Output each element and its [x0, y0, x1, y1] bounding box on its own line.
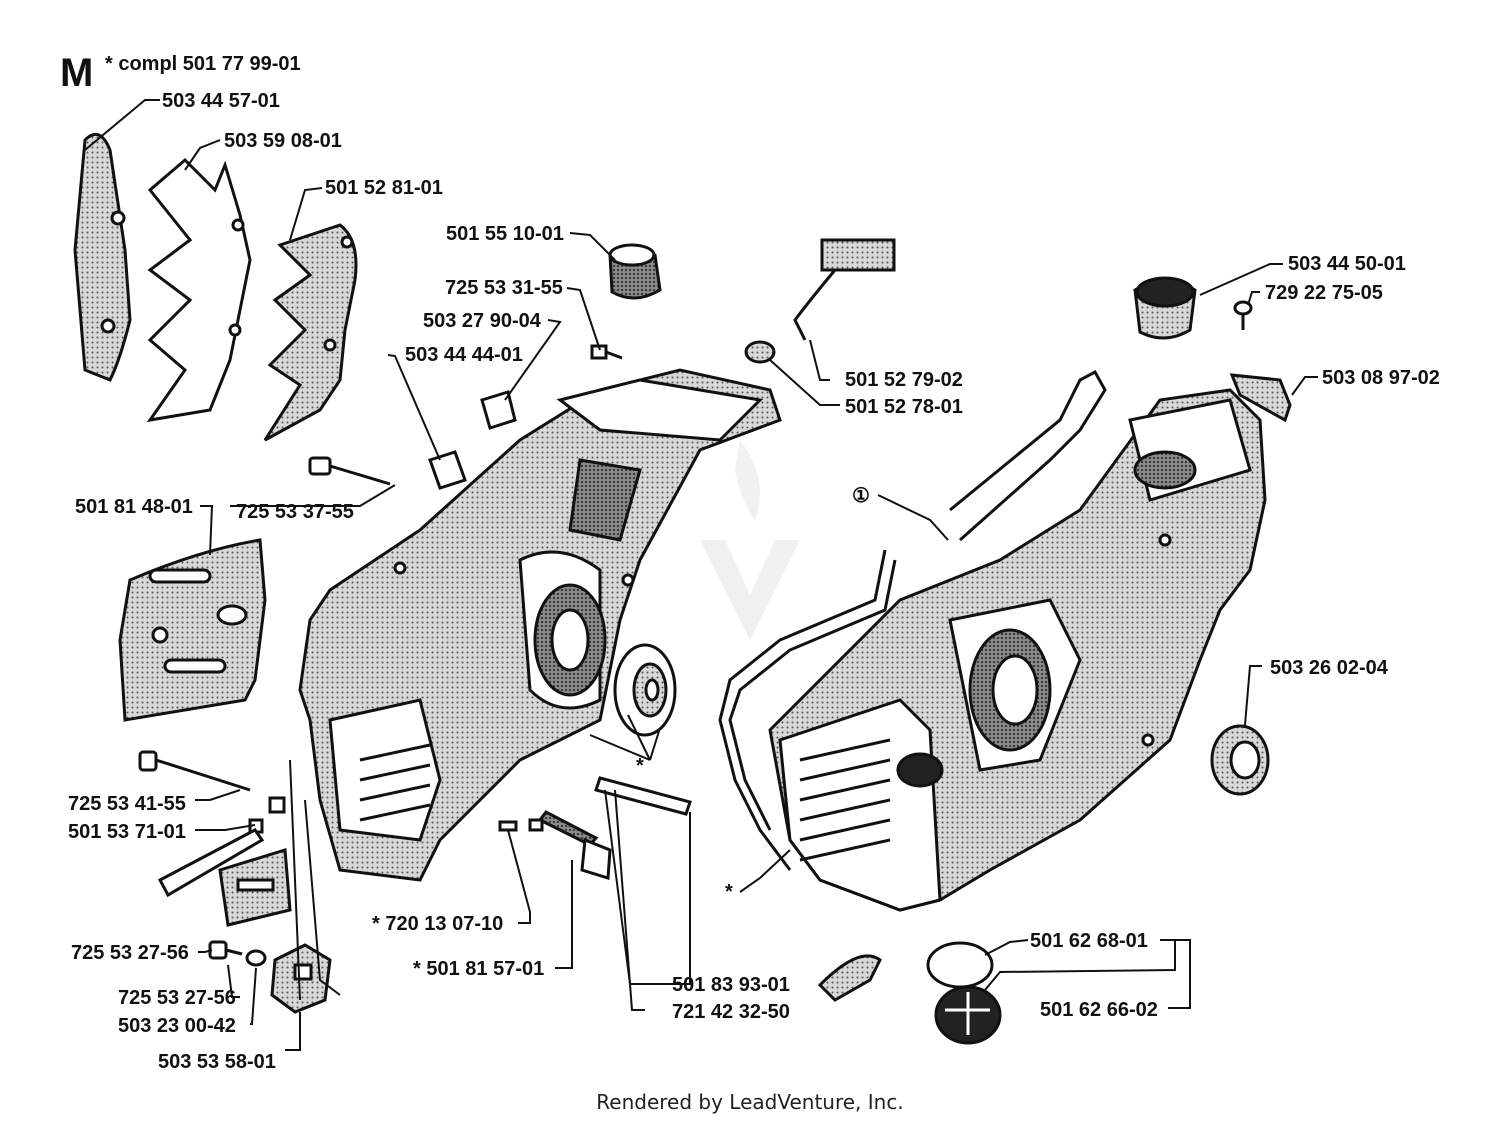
label-503-26-02-04: 503 26 02-04: [1270, 657, 1389, 679]
label-503-44-57-01: 503 44 57-01: [162, 90, 280, 112]
label-725-53-31-55: 725 53 31-55: [445, 277, 563, 299]
label-725-53-37-55: 725 53 37-55: [236, 501, 354, 523]
chain-catcher-block: [218, 848, 292, 927]
leader-lines: [84, 99, 1318, 1051]
label-501-81-48-01: 501 81 48-01: [75, 496, 193, 518]
label-501-62-66-02: 501 62 66-02: [1040, 999, 1158, 1021]
side-cover-plate: [73, 132, 132, 382]
bolt-725-53-41-55: [138, 750, 251, 792]
gasket: [718, 369, 1107, 871]
screw-725-53-31-55: [590, 344, 623, 360]
label-725-53-27-56-a: 725 53 27-56: [71, 942, 189, 964]
label-501-52-78-01: 501 52 78-01: [845, 396, 963, 418]
long-bolt-725-53-37-55: [308, 456, 391, 486]
bumper-spike-plate: [146, 157, 252, 423]
fuel-cap-501-62-66-02: [934, 985, 1002, 1045]
label-501-62-68-01: 501 62 68-01: [1030, 930, 1148, 952]
bracket-503-08-97-02: [1229, 373, 1292, 423]
label-503-44-50-01: 503 44 50-01: [1288, 253, 1406, 275]
bumper-spike-inner: [263, 223, 358, 442]
label-725-53-27-56-b: 725 53 27-56: [118, 987, 236, 1009]
oil-cap-501-55-10-01: [608, 243, 662, 300]
seal-ring-503-26-02-04: [1210, 724, 1270, 796]
label-circled-1: ①: [852, 485, 870, 507]
sleeve-503-44-44-01: [428, 450, 467, 490]
spring-501-81-57-01: [528, 810, 612, 880]
label-501-55-10-01: 501 55 10-01: [446, 223, 564, 245]
pump-nut-501-52-78-01: [744, 340, 776, 364]
label-501-53-71-01: 501 53 71-01: [68, 821, 186, 843]
pin-720-13-07-10: [498, 820, 518, 832]
rendered-by-footer: Rendered by LeadVenture, Inc.: [596, 1090, 904, 1114]
label-star-right: *: [725, 881, 733, 903]
label-725-53-41-55: 725 53 41-55: [68, 793, 186, 815]
label-721-42-32-50: 721 42 32-50: [672, 1001, 790, 1023]
screw-725-53-27-56: [208, 940, 267, 967]
label-729-22-75-05: 729 22 75-05: [1265, 282, 1383, 304]
label-503-27-90-04: 503 27 90-04: [423, 310, 542, 332]
chain-guide-plate: [118, 538, 267, 722]
catcher-503-53-58-01: [270, 943, 332, 1014]
label-501-81-57-01: * 501 81 57-01: [413, 958, 544, 980]
section-letter: M: [60, 51, 93, 95]
label-503-44-44-01: 503 44 44-01: [405, 344, 523, 366]
label-503-08-97-02: 503 08 97-02: [1322, 367, 1440, 389]
part-labels: M * compl 501 77 99-01 503 44 57-01 503 …: [60, 51, 1440, 1073]
label-501-52-81-01: 501 52 81-01: [325, 177, 443, 199]
tank-cap-503-44-50-01: [1133, 276, 1197, 340]
rod-501-83-93-01: [594, 776, 692, 816]
label-503-23-00-42: 503 23 00-42: [118, 1015, 236, 1037]
crankcase-right-half: [768, 388, 1267, 912]
label-503-59-08-01: 503 59 08-01: [224, 130, 342, 152]
label-501-83-93-01: 501 83 93-01: [672, 974, 790, 996]
compl-label: * compl 501 77 99-01: [105, 53, 301, 75]
crankcase-left-half: [298, 368, 782, 882]
label-720-13-07-10: * 720 13 07-10: [372, 913, 503, 935]
tensioner-pin: [157, 796, 286, 898]
label-503-53-58-01: 503 53 58-01: [158, 1051, 276, 1073]
label-star-center: *: [636, 755, 644, 777]
screw-729-22-75-05: [1233, 300, 1253, 330]
label-501-52-79-02: 501 52 79-02: [845, 369, 963, 391]
watermark-logo: [700, 440, 800, 640]
oil-filter-501-52-79-02: [793, 238, 896, 341]
crank-bearing: [613, 643, 677, 737]
sleeve-503-27-90-04: [480, 390, 517, 430]
